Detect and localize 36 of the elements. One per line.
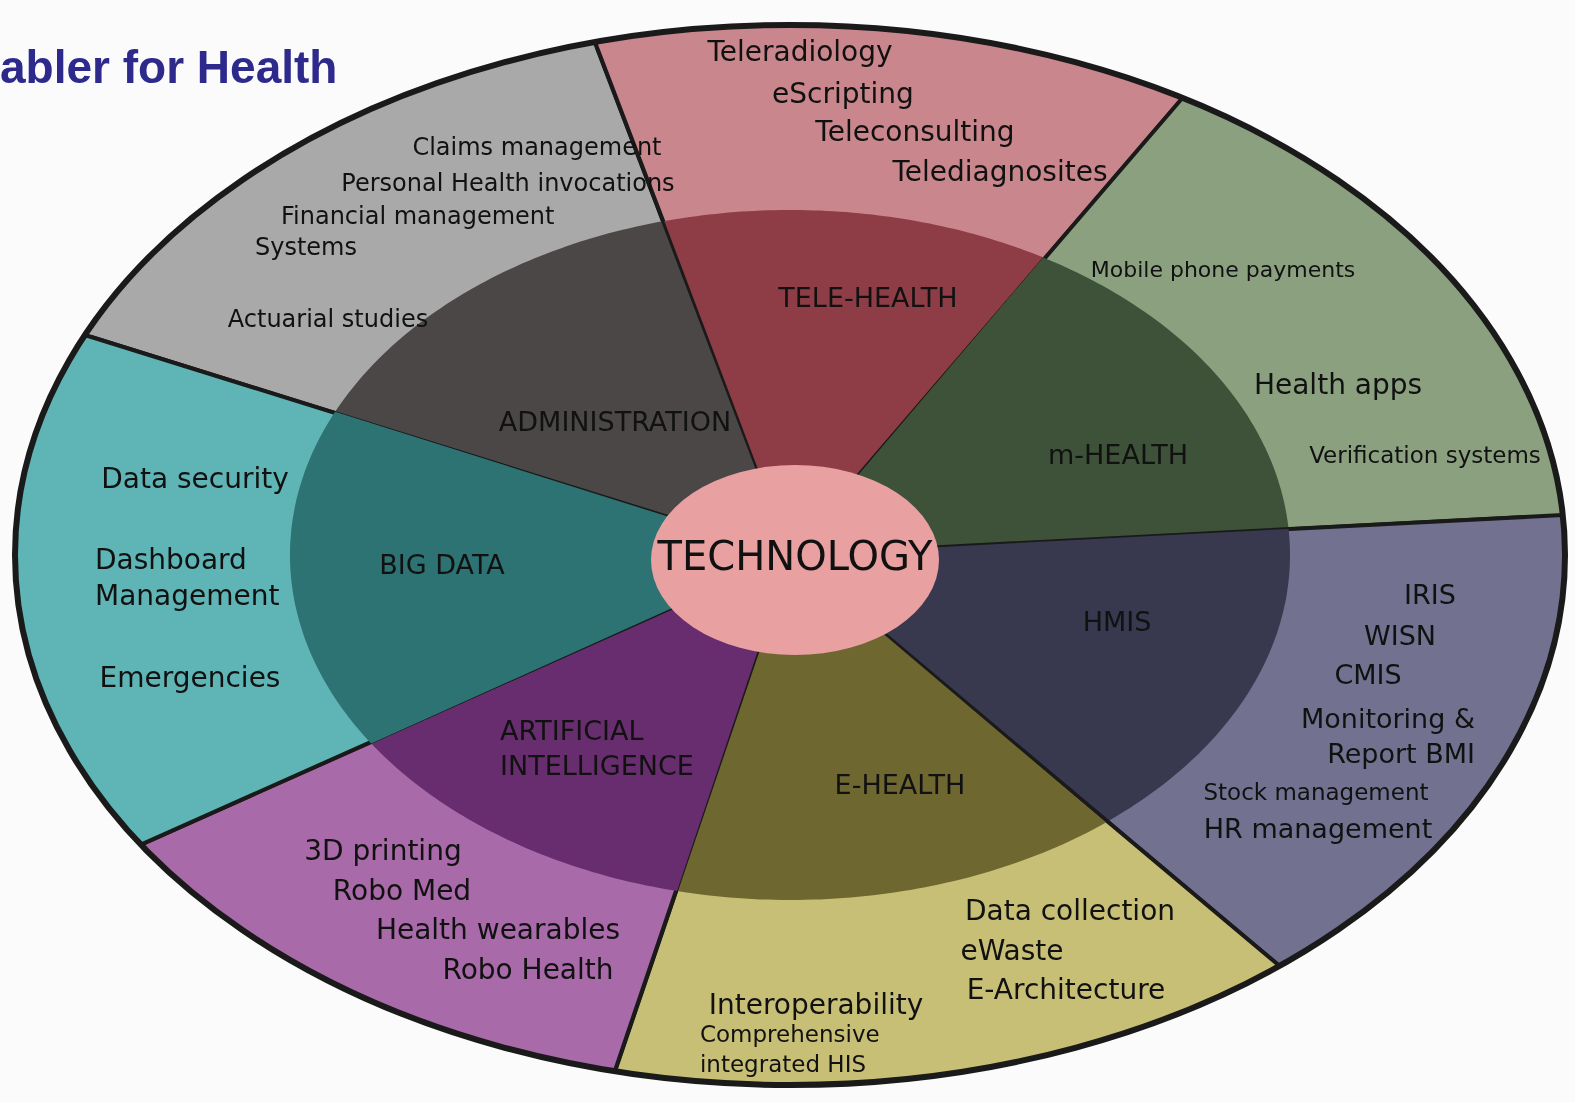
item-label: E-Architecture: [966, 971, 1166, 1008]
sector-label: BIG DATA: [379, 548, 505, 583]
sector-label: TELE-HEALTH: [778, 281, 958, 316]
item-label: Data security: [101, 460, 289, 497]
item-label: Data collection: [964, 892, 1176, 929]
item-label: eScripting: [772, 75, 914, 112]
item-label: Robo Health: [442, 951, 614, 988]
item-label: Emergencies: [99, 659, 281, 696]
item-label: Monitoring & Report BMI: [1299, 701, 1475, 771]
item-label: Dashboard Management: [95, 541, 281, 614]
item-label: 3D printing: [304, 832, 462, 869]
item-label: Health apps: [1253, 366, 1423, 403]
item-label: Telediagnosites: [892, 153, 1108, 190]
title: abler for Health: [0, 40, 338, 94]
sector-label: HMIS: [1082, 605, 1152, 640]
item-label: Robo Med: [332, 872, 472, 909]
item-label: HR management: [1203, 812, 1433, 847]
item-label: CMIS: [1334, 658, 1402, 693]
item-label: Health wearables: [375, 911, 621, 948]
item-label: Actuarial studies: [227, 304, 429, 336]
sector-label: ADMINISTRATION: [498, 405, 732, 440]
sector-label: m-HEALTH: [1048, 438, 1188, 473]
item-label: WISN: [1364, 619, 1436, 654]
item-label: Stock management: [1203, 778, 1429, 808]
item-label: Teleconsulting: [815, 113, 1015, 150]
item-label: IRIS: [1404, 578, 1456, 613]
item-label: Financial management Systems: [255, 200, 556, 263]
sector-label: ARTIFICIAL INTELLIGENCE: [500, 713, 695, 783]
item-label: Comprehensive integrated HIS: [700, 1020, 881, 1079]
item-label: eWaste: [960, 932, 1064, 969]
sector-label: E-HEALTH: [834, 768, 966, 803]
item-label: Teleradiology: [707, 33, 893, 70]
item-label: Interoperability: [708, 986, 924, 1023]
center-label: TECHNOLOGY: [657, 532, 933, 581]
item-label: Mobile phone payments: [1090, 255, 1356, 284]
item-label: Verification systems: [1309, 441, 1541, 471]
